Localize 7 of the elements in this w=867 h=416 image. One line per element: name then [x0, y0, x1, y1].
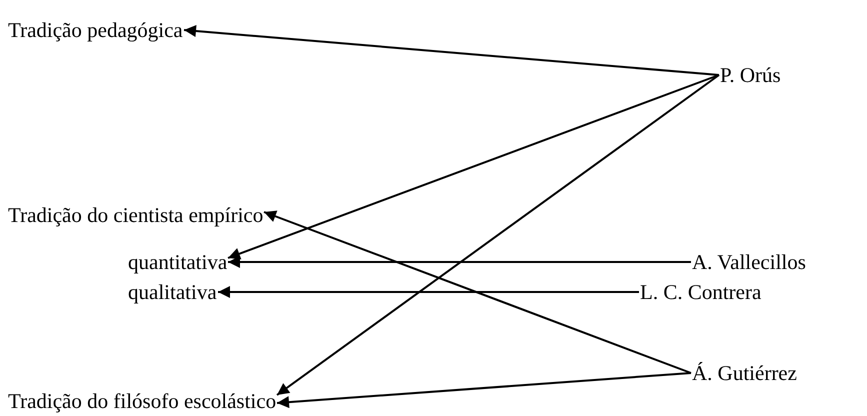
arrow	[264, 210, 692, 374]
arrow	[276, 74, 720, 396]
arrow	[184, 25, 720, 76]
arrow	[276, 372, 692, 408]
arrow	[218, 286, 639, 298]
arrow	[228, 74, 720, 260]
arrow	[228, 256, 691, 268]
